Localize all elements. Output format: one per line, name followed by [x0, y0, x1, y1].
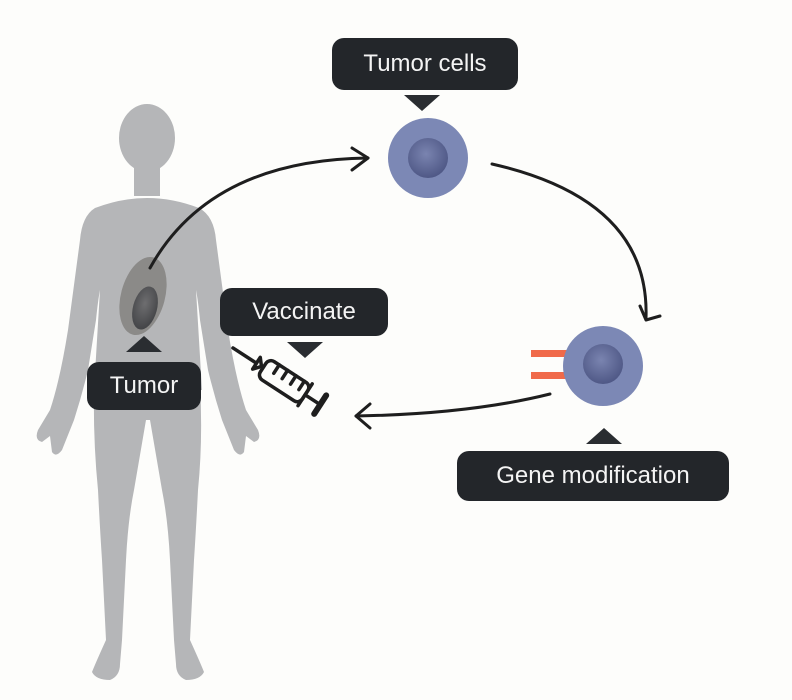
pointer-tumor [126, 336, 162, 352]
label-tumor-cells: Tumor cells [332, 38, 518, 90]
tumor-mass [119, 256, 167, 336]
pointer-tumor-cells [404, 95, 440, 111]
arrow-modified-cell-to-vaccinate [354, 392, 552, 430]
arrow-tumor-to-tumor-cells [148, 146, 370, 270]
receptor-bottom [531, 372, 577, 379]
label-vaccinate: Vaccinate [220, 288, 388, 336]
receptor-top [531, 350, 577, 357]
arrow-tumor-cells-to-modified-cell [490, 162, 662, 322]
pointer-vaccinate [287, 342, 323, 358]
pointer-gene-modification [586, 428, 622, 444]
label-gene-modification: Gene modification [457, 451, 729, 501]
gene-modified-cell [531, 326, 643, 406]
tumor-cell [388, 118, 468, 198]
syringe-icon [231, 346, 330, 417]
label-tumor: Tumor [87, 362, 201, 410]
